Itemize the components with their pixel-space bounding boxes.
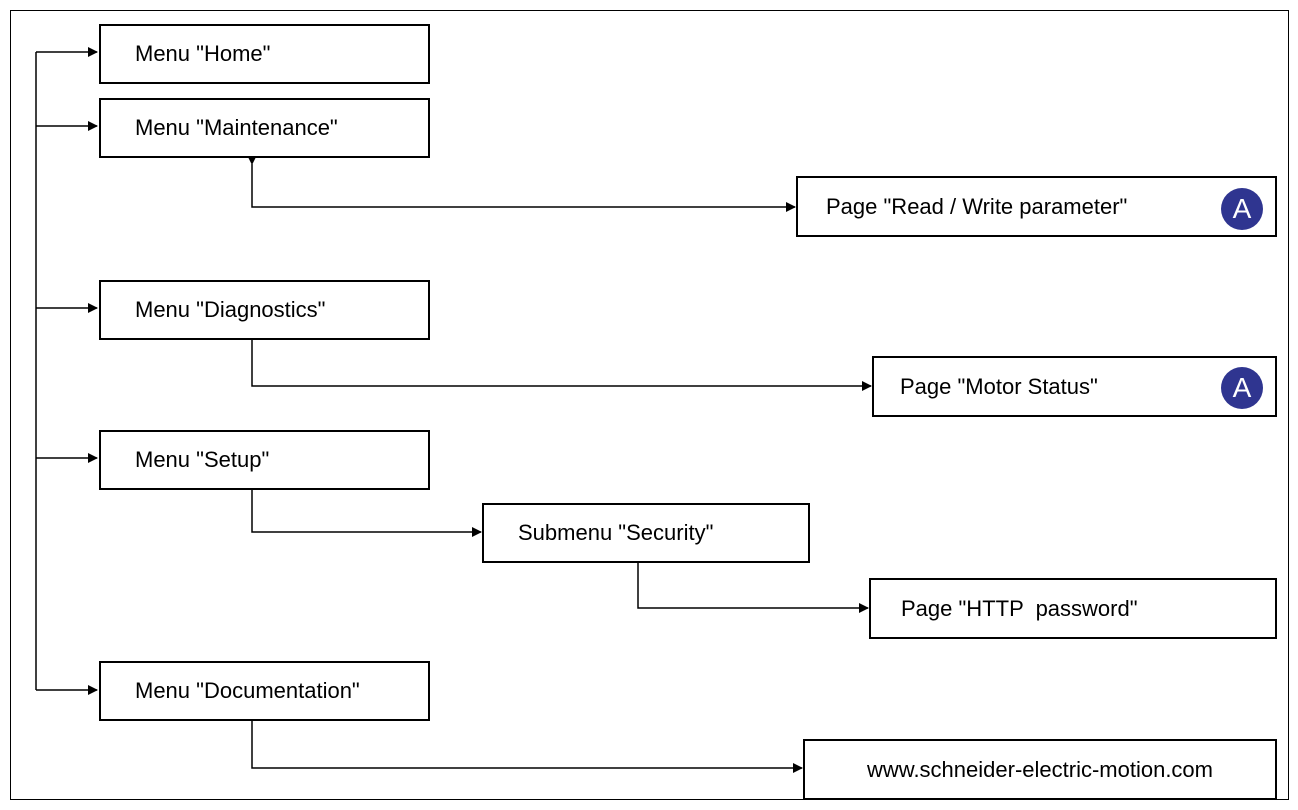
page-read-write-parameter-box: Page "Read / Write parameter" — [796, 176, 1277, 237]
website-link-label: www.schneider-electric-motion.com — [867, 756, 1213, 782]
page-motor-status-label: Page "Motor Status" — [900, 373, 1098, 399]
link-maintenance-readwrite — [247, 155, 796, 212]
page-read-write-parameter-label: Page "Read / Write parameter" — [826, 193, 1128, 219]
menu-diagnostics-box: Menu "Diagnostics" — [99, 280, 430, 340]
submenu-security-box: Submenu "Security" — [482, 503, 810, 563]
menu-maintenance-box: Menu "Maintenance" — [99, 98, 430, 158]
page-http-password-box: Page "HTTP password" — [869, 578, 1277, 639]
link-setup-security — [247, 478, 482, 537]
website-link-box: www.schneider-electric-motion.com — [803, 739, 1277, 800]
menu-documentation-box: Menu "Documentation" — [99, 661, 430, 721]
menu-diagnostics-label: Menu "Diagnostics" — [135, 297, 326, 322]
menu-setup-box: Menu "Setup" — [99, 430, 430, 490]
page-motor-status-box: Page "Motor Status" — [872, 356, 1277, 417]
submenu-security-label: Submenu "Security" — [518, 520, 714, 545]
access-badge-a-icon: A — [1221, 188, 1263, 230]
link-documentation-website — [247, 710, 803, 773]
page-http-password-label: Page "HTTP password" — [901, 595, 1138, 621]
link-security-httppassword — [633, 553, 869, 613]
menu-setup-label: Menu "Setup" — [135, 447, 270, 472]
diagram-frame — [10, 10, 1289, 800]
menu-home-label: Menu "Home" — [135, 41, 271, 66]
menu-home-box: Menu "Home" — [99, 24, 430, 84]
menu-documentation-label: Menu "Documentation" — [135, 678, 360, 703]
access-badge-a-icon: A — [1221, 367, 1263, 409]
link-diagnostics-motorstatus — [247, 328, 872, 391]
menu-maintenance-label: Menu "Maintenance" — [135, 115, 338, 140]
